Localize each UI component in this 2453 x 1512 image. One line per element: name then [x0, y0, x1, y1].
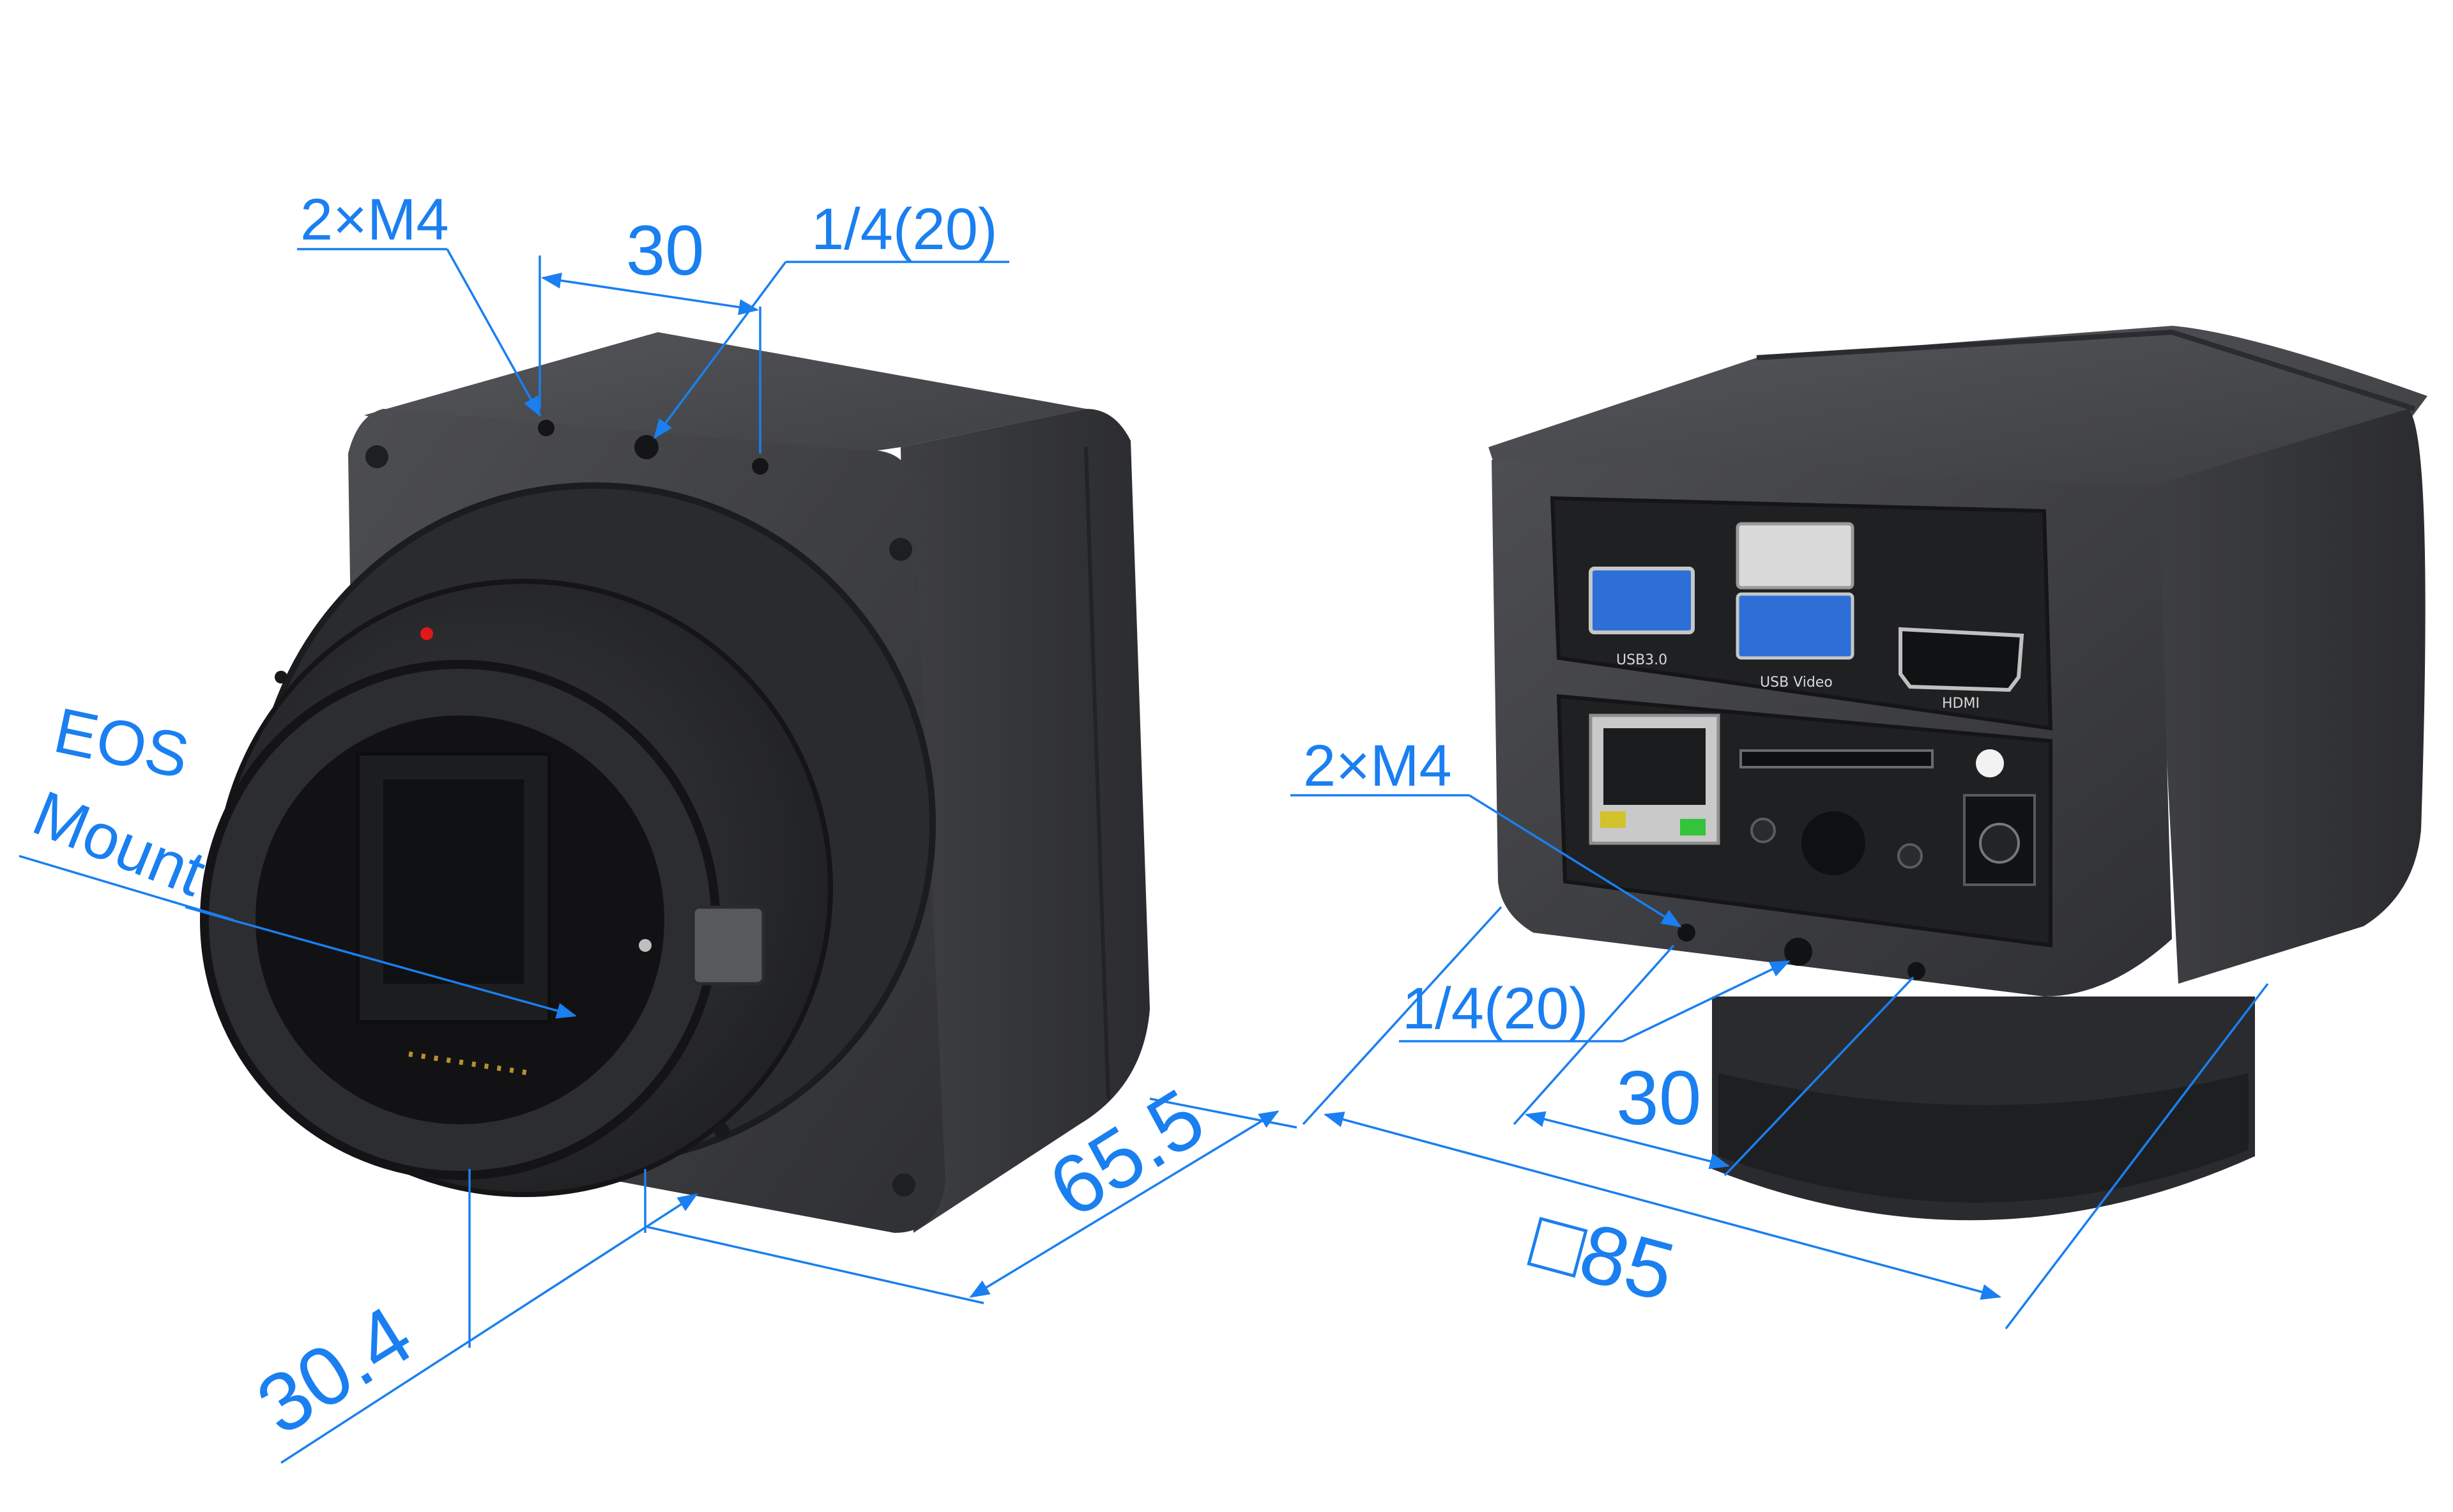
size-ext-left: [1302, 906, 1502, 1126]
usb-video-port-label: USB Video: [1760, 675, 1833, 691]
front-camera: [200, 332, 1150, 1233]
mount-index-dot: [420, 627, 433, 640]
flange-screw-3: [714, 1123, 730, 1138]
front-screw-top-left: [365, 445, 388, 468]
front-screw-top-right: [889, 538, 912, 561]
bottom-m4-hole-left: [1677, 924, 1695, 942]
eos-mount-underline: [19, 855, 234, 921]
rear-indicator-right: [1897, 843, 1923, 869]
size-ext-right: [2005, 982, 2269, 1330]
rear-camera-top-ridge: [1756, 329, 2416, 411]
size-dim-line: [1323, 1111, 2002, 1300]
sd-card-slot[interactable]: [1739, 749, 1934, 768]
hdmi-port[interactable]: [1899, 627, 2024, 692]
ethernet-led-right: [1680, 819, 1706, 836]
flange-screw-2: [639, 939, 652, 952]
bottom-m4-hole-right: [1907, 962, 1925, 980]
front-spacing-dim-line: [540, 272, 760, 316]
rear-annotations: 2×M4 1/4(20) 30 □85: [1290, 733, 2269, 1330]
dc-power-jack-pin: [1979, 823, 2020, 864]
ethernet-led-left: [1600, 811, 1626, 828]
eos-mount-label-line1: EOS: [48, 694, 195, 792]
rear-indicator-left: [1750, 818, 1776, 843]
bottom-tripod-hole: [1784, 938, 1812, 966]
front-tripod-label: 1/4(20): [811, 197, 998, 262]
rear-spacing-value: 30: [1616, 1055, 1701, 1141]
image-sensor: [383, 779, 524, 984]
top-m4-hole-right: [752, 458, 768, 475]
usb-video-port-top[interactable]: [1736, 522, 1854, 590]
rear-spacing-ext-left: [1513, 944, 1675, 1126]
top-tripod-hole: [634, 435, 659, 459]
eos-mount-label-line2: Mount: [24, 777, 215, 910]
rear-tripod-label: 1/4(20): [1402, 976, 1589, 1041]
rear-camera: USB3.0 USB Video HDMI: [1488, 326, 2427, 1221]
hdmi-port-label: HDMI: [1942, 696, 1980, 712]
flange-screw: [275, 671, 287, 683]
usb-video-port-bottom[interactable]: [1736, 592, 1854, 660]
rear-m4-label: 2×M4: [1303, 733, 1452, 798]
lens-contacts: [408, 1051, 531, 1076]
rear-function-button[interactable]: [1801, 811, 1865, 875]
depth-ext-front: [645, 1225, 984, 1304]
rear-camera-top-face: [1488, 326, 2427, 492]
lens-release-lever: [691, 905, 765, 986]
front-camera-side-seam: [1084, 447, 1110, 1099]
rear-tripod-leader: [1622, 960, 1791, 1042]
usb3-port-label: USB3.0: [1616, 652, 1667, 668]
ethernet-socket: [1603, 728, 1706, 805]
size-value: □85: [1522, 1192, 1684, 1319]
top-m4-hole-left: [538, 420, 554, 436]
power-led: [1976, 749, 2004, 777]
usb3-port[interactable]: [1589, 567, 1695, 634]
rear-camera-side-panel: [2153, 409, 2426, 984]
front-camera-side-panel: [901, 409, 1150, 1233]
front-m4-label: 2×M4: [300, 187, 449, 252]
front-spacing-value: 30: [626, 211, 704, 290]
eos-mount-leader: [185, 906, 577, 1019]
front-m4-leader: [446, 248, 541, 417]
rear-m4-leader: [1469, 794, 1682, 928]
front-screw-bottom-right: [892, 1173, 915, 1196]
depth-dim-line: [969, 1110, 1280, 1298]
front-tripod-leader: [653, 261, 787, 439]
flange-dim-line: [280, 1193, 698, 1464]
